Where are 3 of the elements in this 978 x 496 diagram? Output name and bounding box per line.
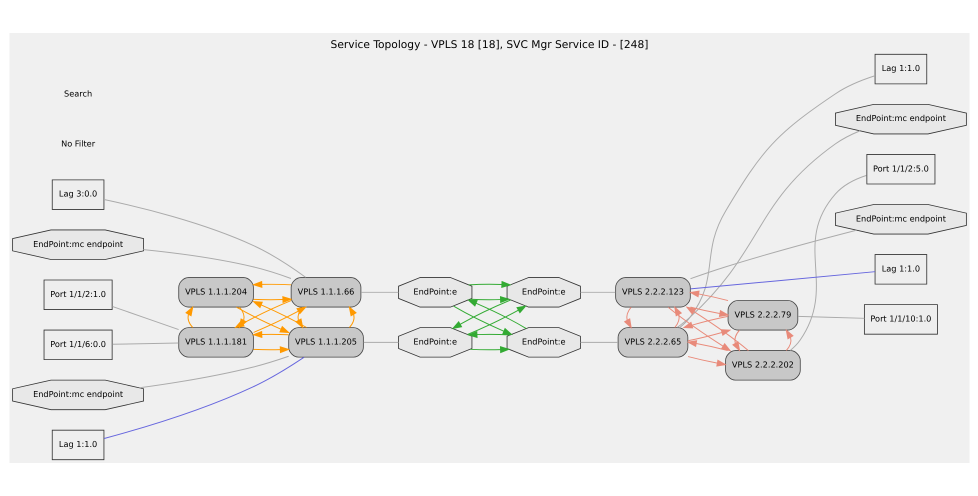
label: Search bbox=[64, 88, 92, 99]
diagram-title: Service Topology - VPLS 18 [18], SVC Mgr Service ID - [248] bbox=[330, 38, 648, 52]
label: No Filter bbox=[60, 138, 95, 149]
